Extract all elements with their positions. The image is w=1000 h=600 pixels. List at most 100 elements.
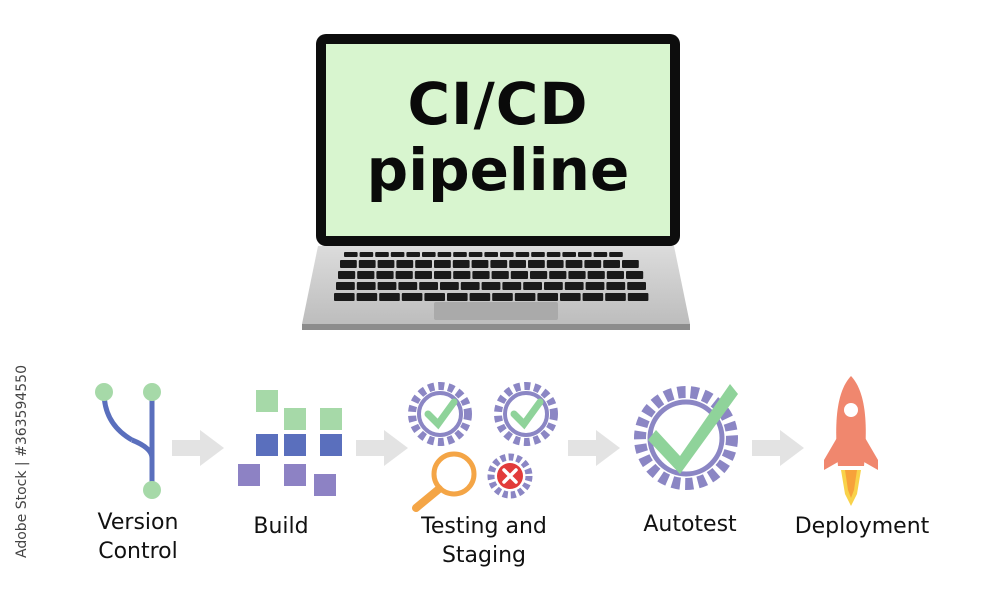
keyboard-key: [419, 282, 438, 290]
keyboard-key: [510, 271, 528, 279]
keyboard-key: [490, 260, 508, 268]
keyboard-key: [492, 293, 513, 301]
keyboard-key: [415, 260, 432, 268]
diagram-title-line1: CI/CD: [407, 70, 589, 138]
stock-id-text: Adobe Stock | #363594550: [14, 365, 30, 558]
keyboard-key: [356, 282, 376, 290]
keyboard-key: [338, 271, 356, 279]
keyboard-key: [469, 293, 491, 301]
keyboard-key: [549, 271, 567, 279]
keyboard-key: [377, 260, 395, 268]
laptop-screen: [326, 44, 670, 236]
keyboard-key: [396, 260, 414, 268]
keyboard-key: [530, 271, 548, 279]
keyboard-key: [434, 260, 451, 268]
flow-arrow-1: [172, 430, 224, 466]
keyboard-key: [593, 252, 608, 257]
keyboard-key: [424, 293, 445, 301]
keyboard-key: [568, 271, 586, 279]
touchpad: [434, 302, 558, 320]
keyboard-key: [491, 271, 509, 279]
keyboard-key: [606, 271, 624, 279]
keyboard-key: [603, 260, 620, 268]
keyboard-key: [359, 252, 374, 257]
gear-check-small-icon-2: [494, 382, 558, 446]
keyboard-key: [562, 252, 576, 257]
keyboard-key: [472, 271, 490, 279]
keyboard-key: [622, 260, 639, 268]
blocks-icon: [238, 390, 342, 496]
keyboard-key: [340, 260, 357, 268]
keyboard-key: [390, 252, 405, 257]
keyboard-key: [509, 260, 526, 268]
keyboard-key: [546, 252, 561, 257]
step-label-build: Build: [226, 512, 336, 541]
keyboard-key: [481, 282, 501, 290]
keyboard-key: [453, 252, 467, 257]
keyboard-key: [471, 260, 489, 268]
step-label-testing-staging: Testing and Staging: [404, 512, 564, 570]
branch-icon: [95, 383, 161, 499]
keyboard-key: [375, 252, 389, 257]
keyboard-key: [344, 252, 358, 257]
gears-magnifier-icon: [408, 382, 558, 512]
keyboard-key: [537, 293, 558, 301]
keyboard-key: [422, 252, 436, 257]
step-label-line: Deployment: [794, 514, 930, 539]
rocket-icon: [824, 376, 878, 506]
keyboard-keys: [334, 252, 649, 301]
diagram-title-line2: pipeline: [366, 136, 630, 204]
keyboard-key: [627, 282, 646, 290]
keyboard-key: [414, 271, 432, 279]
keyboard-key: [546, 260, 564, 268]
flow-arrow-4: [752, 430, 804, 466]
keyboard-key: [560, 293, 581, 301]
keyboard-key: [528, 260, 545, 268]
keyboard-key: [531, 252, 545, 257]
keyboard-key: [502, 282, 522, 290]
keyboard-key: [377, 282, 397, 290]
keyboard-key: [376, 271, 394, 279]
keyboard-key: [379, 293, 400, 301]
keyboard-key: [514, 293, 536, 301]
gear-error-icon: [487, 453, 533, 499]
keyboard-key: [484, 252, 498, 257]
keyboard-key: [627, 293, 649, 301]
keyboard-key: [358, 260, 376, 268]
flow-arrow-2: [356, 430, 408, 466]
keyboard-key: [500, 252, 514, 257]
keyboard-key: [565, 260, 583, 268]
keyboard-key: [582, 293, 604, 301]
flow-arrow-3: [568, 430, 620, 466]
laptop-base: [302, 246, 690, 330]
keyboard-key: [587, 271, 605, 279]
step-label-line: Staging: [441, 543, 527, 568]
keyboard-key: [584, 260, 602, 268]
keyboard-key: [357, 271, 375, 279]
keyboard-key: [605, 293, 626, 301]
keyboard-key: [401, 293, 423, 301]
step-label-line: Control: [98, 539, 178, 564]
keyboard-key: [336, 282, 355, 290]
keyboard-key: [515, 252, 530, 257]
step-label-version-control: Version Control: [78, 508, 198, 566]
keyboard-key: [334, 293, 355, 301]
keyboard-key: [452, 260, 470, 268]
keyboard-key: [398, 282, 418, 290]
step-label-deployment: Deployment: [780, 512, 944, 541]
keyboard-key: [437, 252, 452, 257]
keyboard-key: [609, 252, 623, 257]
keyboard-key: [406, 252, 420, 257]
keyboard-key: [523, 282, 542, 290]
gear-check-icon: [634, 384, 738, 490]
keyboard-key: [440, 282, 459, 290]
keyboard-key: [447, 293, 468, 301]
step-label-autotest: Autotest: [624, 510, 756, 539]
gear-check-small-icon-1: [408, 382, 472, 446]
keyboard-key: [585, 282, 605, 290]
keyboard-key: [395, 271, 413, 279]
step-label-line: Build: [253, 514, 309, 539]
step-label-line: Version: [97, 510, 179, 535]
keyboard-key: [626, 271, 644, 279]
keyboard-key: [468, 252, 483, 257]
